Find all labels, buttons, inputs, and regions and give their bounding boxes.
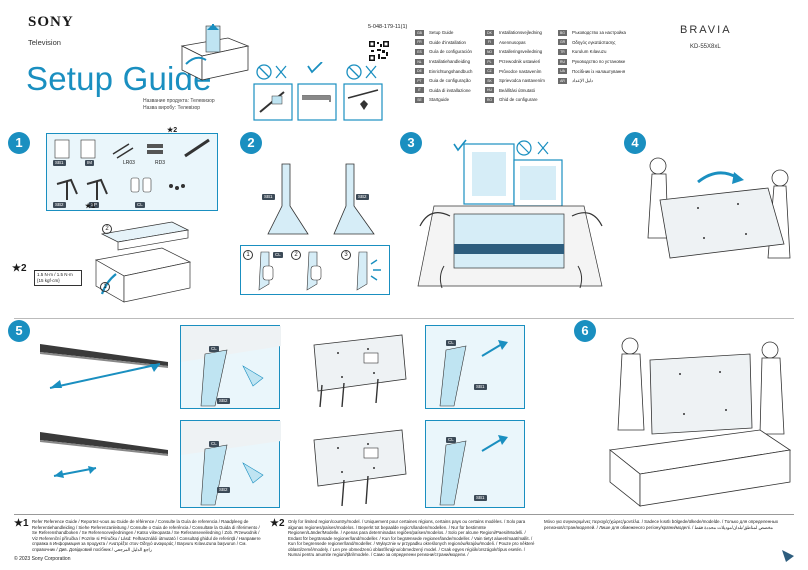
footnote-region-limited: Only for limited region/country/model. /…: [288, 519, 535, 557]
clip-label: CL: [273, 252, 283, 258]
step-1-unbox-illustration: 2 1: [92, 214, 192, 306]
step-4-lift-tv-illustration: [638, 148, 798, 298]
part-number: 5-048-179-11(1): [368, 24, 408, 30]
section-divider: [14, 318, 794, 319]
star-1-marker: ★1: [85, 203, 96, 210]
part-label: IM: [85, 160, 94, 166]
step-2-legs-illustration: SB1 SB2: [260, 150, 390, 242]
step-6-place-tv-illustration: [600, 330, 796, 508]
part-label: CL: [446, 340, 456, 346]
part-label: SB1: [474, 384, 487, 390]
qr-code-icon[interactable]: [368, 40, 390, 62]
step-5-bottom-clip-panel: SB1 CL: [425, 420, 525, 508]
leg-label-left: SB1: [262, 194, 275, 200]
model-number: KD-55X8xL: [690, 44, 721, 50]
step-2-badge: 2: [240, 132, 262, 154]
step-5-wide-legs-illustration: [40, 340, 170, 404]
part-label: RD3: [155, 160, 166, 166]
screw-torque-note: ★2 1.5 N·m / 1.5 N·m {15 kgf·cm}: [12, 262, 84, 288]
copyright: © 2023 Sony Corporation: [14, 556, 71, 562]
step-5-top-clip-panel: SB1 CL: [425, 325, 525, 409]
star-2-marker: ★2: [167, 127, 178, 134]
step-5-top-screw-illustration: [298, 325, 410, 409]
step-4-badge: 4: [624, 132, 646, 154]
footnote-star-1: ★1: [14, 518, 29, 529]
footnote-region-limited-continued: Μόνο για συγκεκριμένες περιοχές/χώρες/μο…: [544, 519, 779, 530]
step-2-clip-panel: 1 2 3 CL: [240, 245, 390, 295]
footer-divider: [14, 514, 794, 515]
step-5-top-attach-panel: CL SB2: [180, 325, 281, 409]
stand-label: CL: [135, 202, 145, 208]
screw-torque-value: 1.5 N·m / 1.5 N·m {15 kgf·cm}: [34, 270, 82, 286]
stand-label: SB2: [53, 202, 66, 208]
step-3-unpack-tv-illustration: [414, 136, 610, 308]
part-label: SB2: [217, 487, 230, 493]
part-label: CL: [446, 437, 456, 443]
step-1-parts-panel: SB1 IM LR03 RD3 SB2 SP CL ★2 ★1: [46, 127, 218, 211]
product-label-ru: Название продукта: Телевизор: [143, 98, 215, 104]
part-label: LR03: [123, 160, 135, 166]
star-2-marker: ★2: [12, 263, 27, 274]
substep-3: 3: [341, 250, 351, 260]
part-label: CL: [209, 441, 219, 447]
step-5-bottom-attach-panel: CL SB2: [180, 420, 281, 508]
product-labels: Название продукта: Телевизор Назва вироб…: [143, 98, 215, 111]
series-logo: BRAVIA: [680, 24, 732, 36]
box-lift-illustration: [176, 24, 252, 82]
page-title: Setup Guide: [26, 60, 212, 97]
leg-label-right: SB2: [356, 194, 369, 200]
footnote-star-2: ★2: [270, 518, 285, 529]
substep-2: 2: [291, 250, 301, 260]
step-6-badge: 6: [574, 320, 596, 342]
step-1-badge: 1: [8, 132, 30, 154]
step-5-bottom-screw-illustration: [298, 420, 410, 508]
brand-logo: SONY: [28, 14, 74, 30]
part-label: CL: [209, 346, 219, 352]
handling-dont-do-icons: [250, 62, 386, 124]
part-label: SB2: [217, 398, 230, 404]
stand-label: SP: [89, 202, 100, 208]
step-5-badge: 5: [8, 320, 30, 342]
substep-1: 1: [100, 282, 110, 292]
page-corner-icon: [780, 548, 796, 564]
product-label-ua: Назва виробу: Телевізор: [143, 104, 201, 111]
part-label: SB1: [53, 160, 66, 166]
part-label: SB1: [474, 495, 487, 501]
step-3-badge: 3: [400, 132, 422, 154]
footnote-reference-guide: Refer Reference Guide / Reportez-vous au…: [32, 519, 261, 552]
step-5-narrow-legs-illustration: [40, 428, 170, 492]
substep-1: 1: [243, 250, 253, 260]
product-category: Television: [28, 38, 61, 47]
substep-2: 2: [102, 224, 112, 234]
